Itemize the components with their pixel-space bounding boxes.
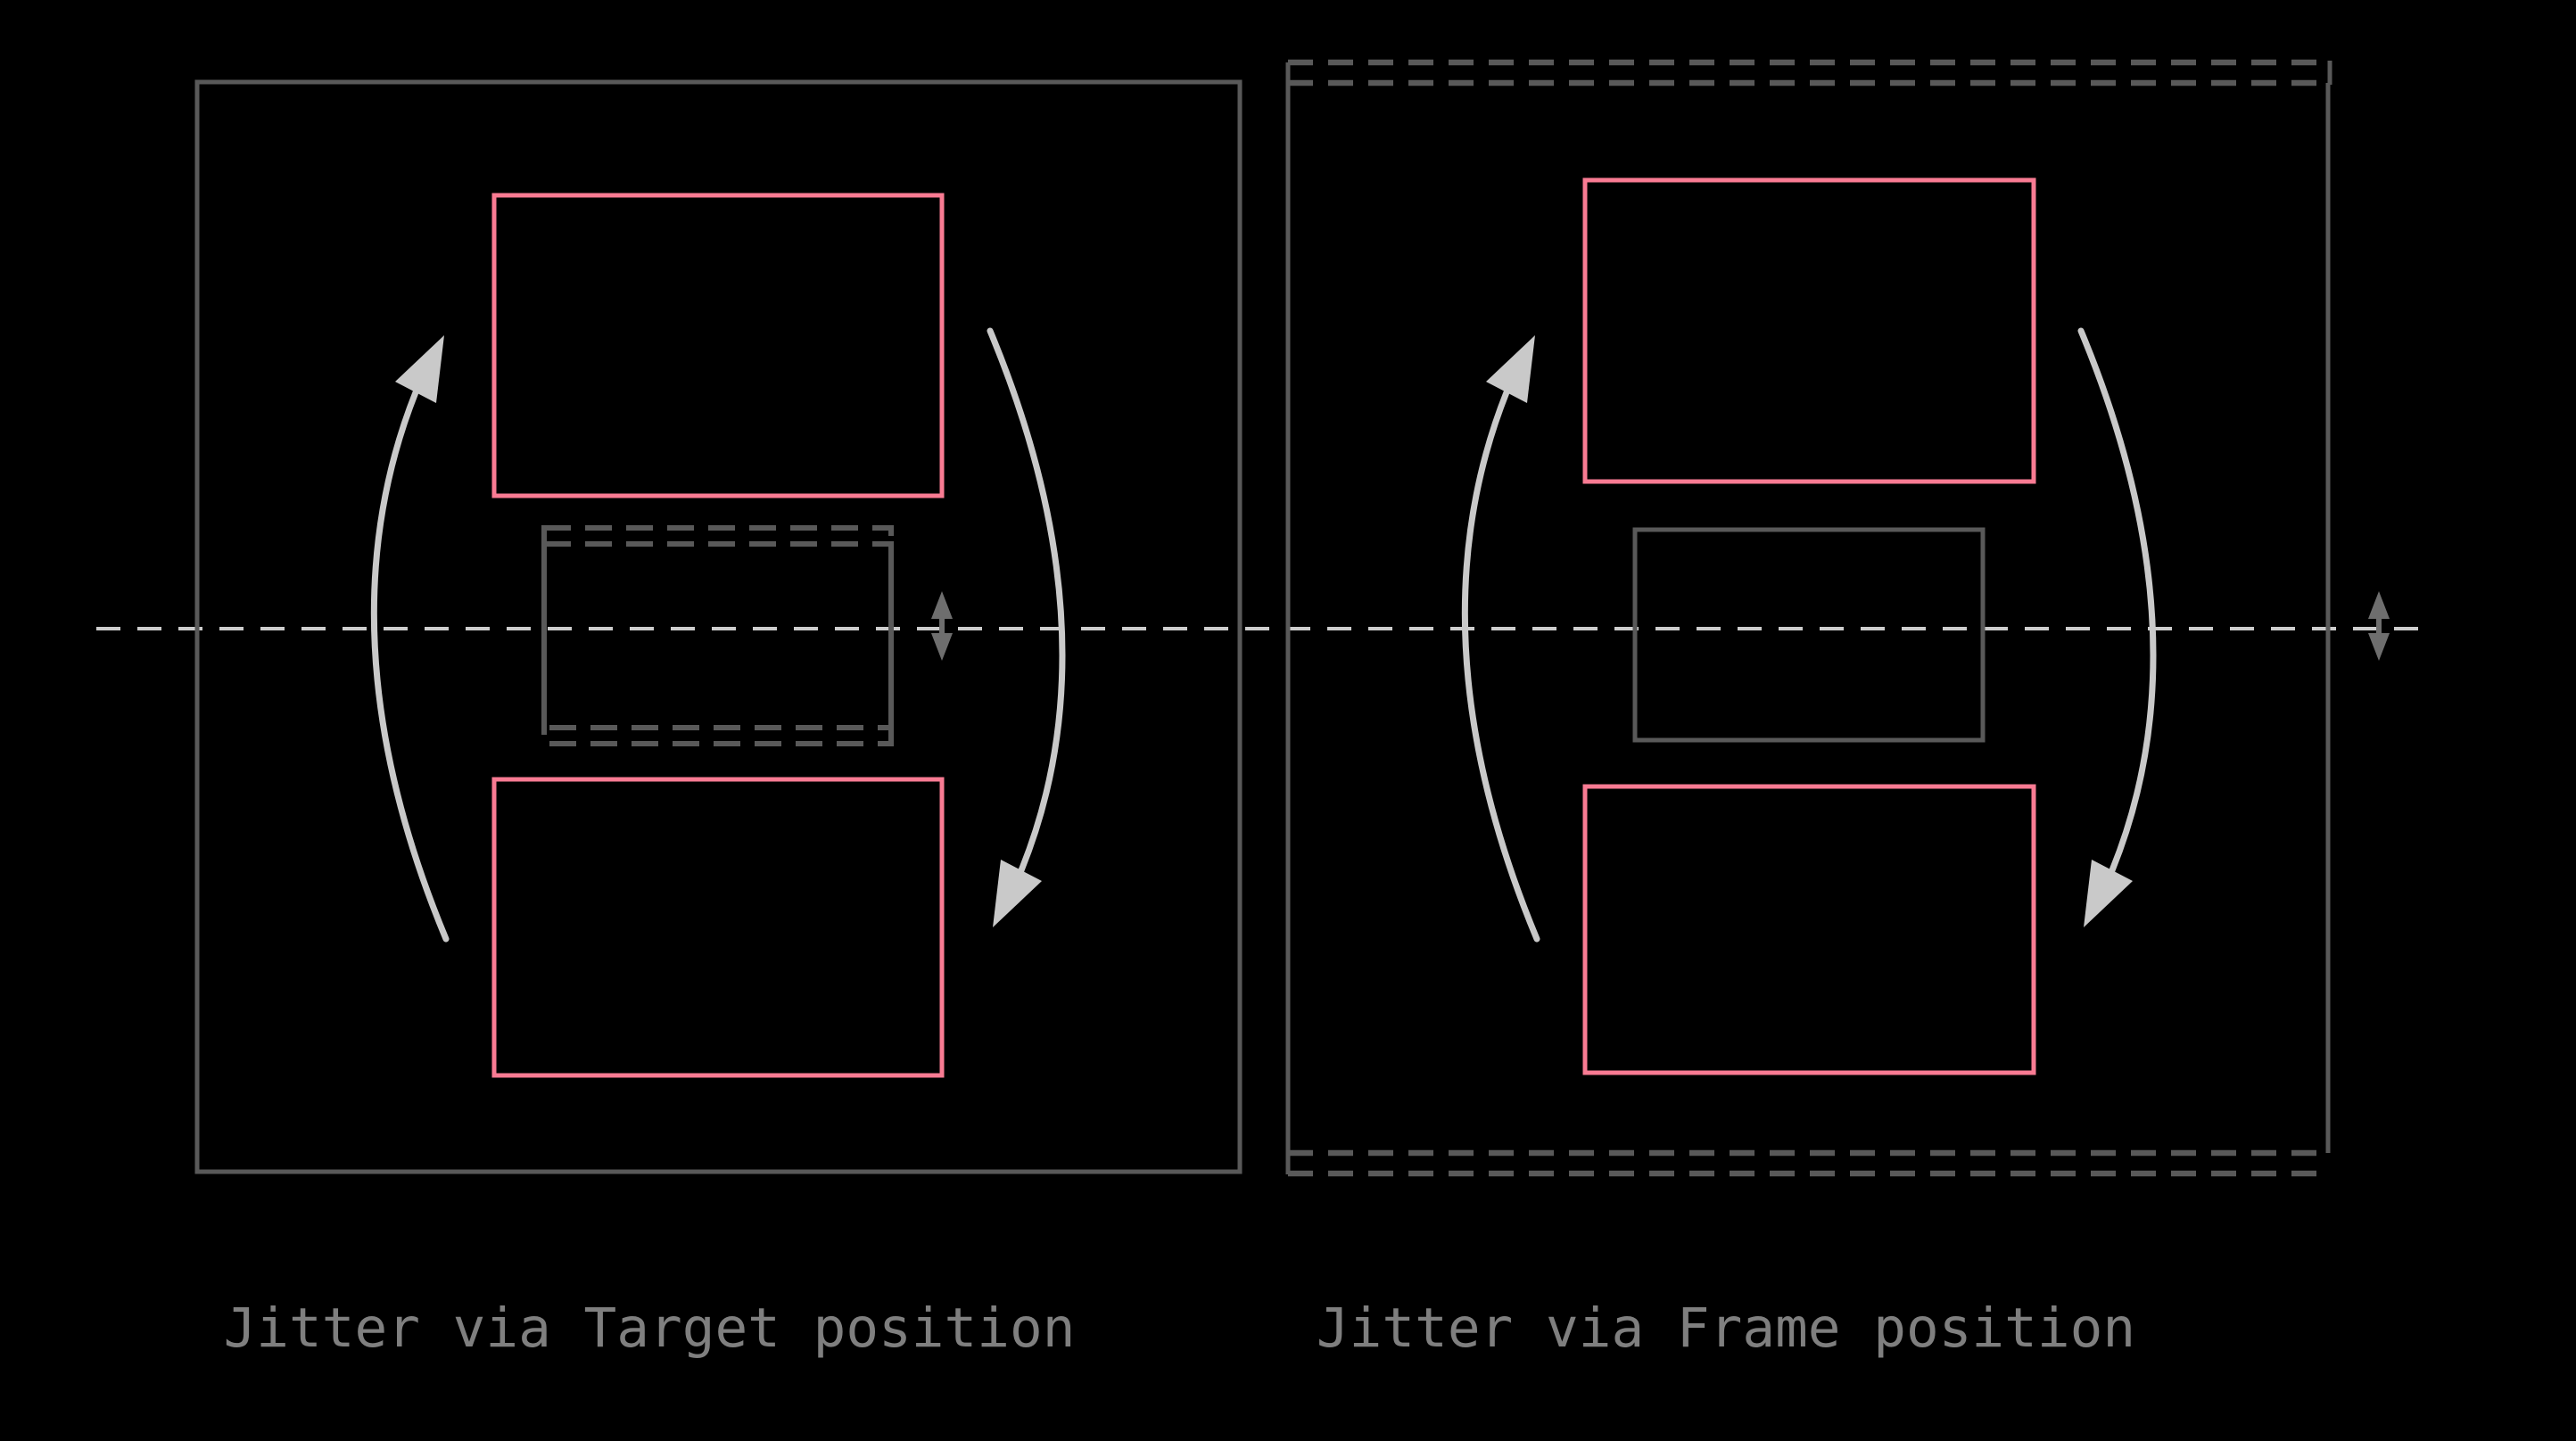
- cycle-arrow-up-icon: [1461, 389, 1540, 943]
- cycle-arrow-down-head-icon: [2084, 860, 2133, 927]
- jitter-offset-arrow-up-head: [2368, 591, 2390, 619]
- cycle-arrow-down-icon: [2077, 327, 2157, 874]
- target-top-position-rect: [491, 193, 945, 498]
- jitter-offset-arrow-down-head: [2368, 633, 2390, 661]
- right-panel: Jitter via Frame position: [1285, 59, 2390, 1360]
- cycle-arrow-up-head-icon: [395, 335, 444, 403]
- target-center-rect: [1632, 527, 1986, 743]
- left-panel-caption: Jitter via Target position: [224, 1297, 1076, 1360]
- left-panel: Jitter via Target position: [194, 79, 1243, 1360]
- cycle-arrow-up-icon: [370, 389, 450, 943]
- target-bottom-position-rect: [1582, 784, 2036, 1075]
- right-panel-caption: Jitter via Frame position: [1317, 1297, 2135, 1360]
- target-top-position-rect: [1582, 177, 2036, 484]
- jitter-offset-arrow-icon: [931, 591, 953, 661]
- cycle-arrow-down-head-icon: [993, 860, 1042, 927]
- jitter-offset-arrow-down-head: [931, 633, 953, 661]
- target-jittered-center-rect-lower: [541, 541, 894, 746]
- cycle-arrow-down-icon: [987, 327, 1066, 874]
- jitter-offset-arrow-icon: [2368, 591, 2390, 661]
- camera-frame-rect: [194, 79, 1243, 1174]
- jitter-offset-arrow-up-head: [931, 591, 953, 619]
- target-bottom-position-rect: [491, 777, 945, 1078]
- cycle-arrow-up-head-icon: [1486, 335, 1535, 403]
